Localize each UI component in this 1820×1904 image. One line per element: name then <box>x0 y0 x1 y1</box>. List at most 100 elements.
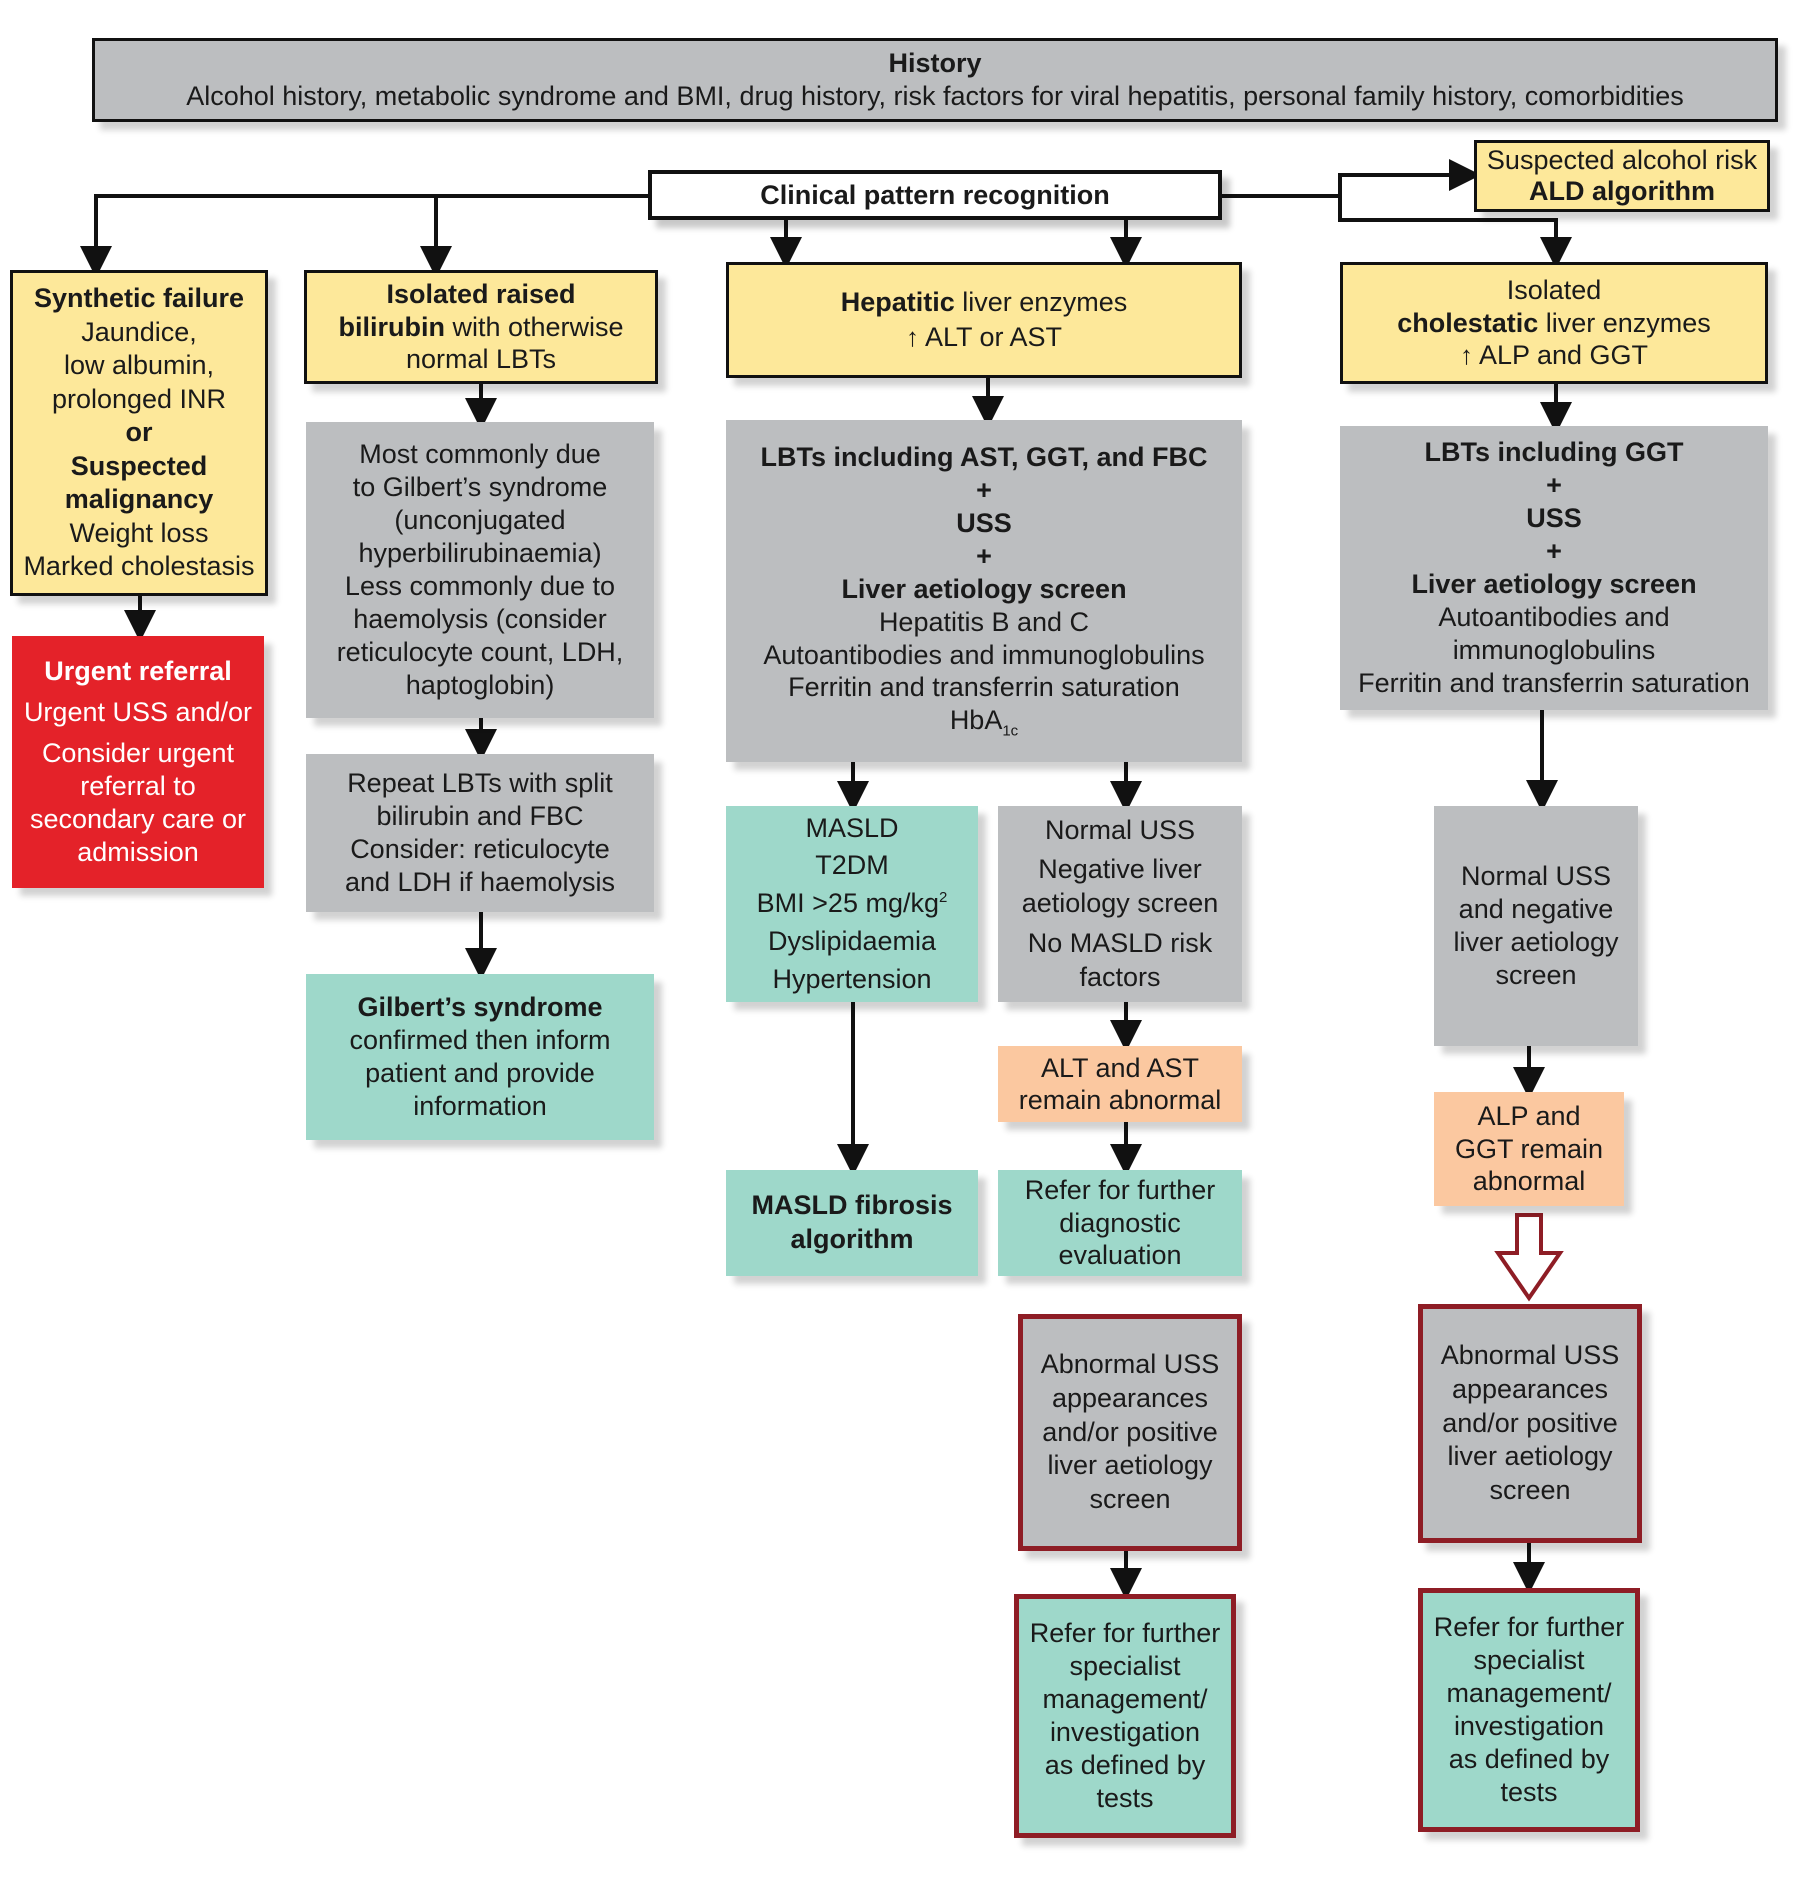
normal-chol-l4: screen <box>1495 959 1577 990</box>
refer-diagnostic-l3: evaluation <box>1058 1240 1182 1271</box>
refer-spec-hep-l3: management/ <box>1042 1684 1208 1715</box>
synthetic-inr: prolonged INR <box>51 383 227 414</box>
gilbert-confirmed-l3: information <box>413 1090 547 1121</box>
gilbert-confirmed-title: Gilbert’s syndrome <box>357 992 603 1023</box>
lbt-hep-plus1: + <box>976 474 992 505</box>
bilirubin-normal: normal LBTs <box>405 344 557 375</box>
abnormal-chol-l2: appearances <box>1451 1373 1609 1404</box>
synthetic-weight: Weight loss <box>69 517 209 548</box>
synthetic-or: or <box>125 417 153 448</box>
lbt-hep-auto: Autoantibodies and immunoglobulins <box>763 639 1205 670</box>
normal-chol-box: Normal USS and negative liver aetiology … <box>1434 806 1638 1046</box>
normal-chol-l1: Normal USS <box>1460 861 1612 892</box>
alp-abnormal-l1: ALP and <box>1477 1100 1581 1131</box>
masld-fibrosis-l2: algorithm <box>790 1224 914 1254</box>
abnormal-hep-l1: Abnormal USS <box>1040 1349 1220 1380</box>
lbt-hep-screen: Liver aetiology screen <box>841 573 1127 604</box>
normal-hep-l3: aetiology screen <box>1021 888 1219 919</box>
refer-spec-hep-l1: Refer for further <box>1029 1618 1221 1649</box>
lbt-chol-box: LBTs including GGT + USS + Liver aetiolo… <box>1340 426 1768 710</box>
alcohol-line2: ALD algorithm <box>1529 176 1715 206</box>
alp-abnormal-l2: GGT remain <box>1454 1133 1604 1164</box>
refer-specialist-chol-box: Refer for further specialist management/… <box>1418 1588 1640 1832</box>
masld-fibrosis-box: MASLD fibrosis algorithm <box>726 1170 978 1276</box>
synthetic-title: Synthetic failure <box>33 283 245 314</box>
urgent-secondary: secondary care or <box>29 803 247 834</box>
synthetic-albumin: low albumin, <box>63 350 215 381</box>
urgent-uss: Urgent USS and/or <box>23 697 253 728</box>
alt-abnormal-l1: ALT and AST <box>1040 1052 1200 1083</box>
refer-spec-chol-l6: tests <box>1500 1776 1558 1807</box>
urgent-admission: admission <box>77 836 199 867</box>
alcohol-box: Suspected alcohol risk ALD algorithm <box>1474 140 1770 212</box>
alp-abnormal-l3: abnormal <box>1472 1166 1586 1197</box>
masld-risk-l1: MASLD <box>805 812 899 843</box>
refer-diagnostic-l2: diagnostic <box>1059 1207 1181 1238</box>
history-title: History <box>888 48 982 79</box>
synthetic-jaundice: Jaundice, <box>81 316 197 347</box>
lbt-chol-title: LBTs including GGT <box>1424 437 1684 468</box>
history-text: Alcohol history, metabolic syndrome and … <box>186 81 1684 111</box>
lbt-chol-screen: Liver aetiology screen <box>1411 569 1697 599</box>
lbt-chol-uss: USS <box>1526 503 1582 534</box>
alt-abnormal-box: ALT and AST remain abnormal <box>998 1046 1242 1122</box>
cholestatic-enzymes: liver enzymes <box>1538 307 1711 338</box>
connector-pattern-left <box>80 194 648 278</box>
gilbert-cause-box: Most commonly due to Gilbert’s syndrome … <box>306 422 654 718</box>
refer-spec-hep-l2: specialist <box>1069 1651 1181 1682</box>
cholestatic-box: Isolated cholestatic liver enzymes ↑ ALP… <box>1340 262 1768 384</box>
gilbert-cause-l4: hyperbilirubinaemia) <box>358 538 602 569</box>
masld-risk-bmi-sup: 2 <box>939 889 948 907</box>
synthetic-box: Synthetic failure Jaundice, low albumin,… <box>10 270 268 596</box>
normal-chol-l2: and negative <box>1458 894 1614 925</box>
lbt-hep-ferritin: Ferritin and transferrin saturation <box>788 672 1180 703</box>
bilirubin-otherwise: with otherwise <box>444 311 624 342</box>
abnormal-chol-l3: and/or positive <box>1442 1407 1618 1438</box>
abnormal-chol-l1: Abnormal USS <box>1440 1340 1620 1371</box>
lbt-chol-plus1: + <box>1546 470 1562 501</box>
normal-hep-box: Normal USS Negative liver aetiology scre… <box>998 806 1242 1002</box>
lbt-hep-hba-sub: 1c <box>1002 722 1019 740</box>
urgent-title: Urgent referral <box>44 656 232 687</box>
pattern-label: Clinical pattern recognition <box>760 179 1110 210</box>
hollow-down-arrow <box>1494 1213 1564 1302</box>
cholestatic-isolated: Isolated <box>1506 274 1602 305</box>
up-arrow-icon: ↑ <box>1459 340 1473 371</box>
gilbert-confirmed-l2: patient and provide <box>365 1058 595 1088</box>
hepatitic-bold: Hepatitic <box>840 286 955 317</box>
refer-spec-chol-l5: as defined by <box>1448 1743 1610 1774</box>
abnormal-hep-l3: and/or positive <box>1042 1416 1218 1447</box>
gilbert-confirmed-l1: confirmed then inform <box>349 1025 611 1056</box>
bilirubin-bold: bilirubin <box>338 311 445 342</box>
gilbert-cause-l7: reticulocyte count, LDH, <box>336 636 624 667</box>
alp-abnormal-box: ALP and GGT remain abnormal <box>1434 1092 1624 1206</box>
urgent-consider: Consider urgent <box>41 738 235 769</box>
masld-risk-l5: Hypertension <box>772 963 932 994</box>
abnormal-chol-l5: screen <box>1489 1475 1571 1506</box>
connector-pattern-right <box>1222 194 1572 269</box>
gilbert-cause-l2: to Gilbert’s syndrome <box>352 472 608 503</box>
abnormal-chol-box: Abnormal USS appearances and/or positive… <box>1418 1304 1642 1543</box>
masld-fibrosis-l1: MASLD fibrosis <box>751 1190 953 1221</box>
gilbert-cause-l3: (unconjugated <box>394 505 566 536</box>
pattern-box: Clinical pattern recognition <box>648 170 1222 220</box>
repeat-lbt-box: Repeat LBTs with split bilirubin and FBC… <box>306 754 654 912</box>
lbt-hep-hba: HbA <box>949 705 1003 736</box>
synthetic-suspected: Suspected <box>70 450 208 481</box>
urgent-box: Urgent referral Urgent USS and/or Consid… <box>12 636 264 888</box>
history-box: History Alcohol history, metabolic syndr… <box>92 38 1778 122</box>
abnormal-hep-l4: liver aetiology <box>1047 1450 1213 1481</box>
lbt-chol-auto: Autoantibodies and <box>1438 601 1670 632</box>
normal-hep-l4: No MASLD risk <box>1027 927 1213 958</box>
synthetic-malignancy: malignancy <box>64 484 214 515</box>
hepatitic-enzymes: liver enzymes <box>954 286 1128 317</box>
hepatitic-alt: ALT or AST <box>918 322 1063 352</box>
gilbert-confirmed-box: Gilbert’s syndrome confirmed then inform… <box>306 974 654 1140</box>
lbt-hep-uss: USS <box>956 507 1012 538</box>
abnormal-hep-l2: appearances <box>1051 1382 1209 1413</box>
abnormal-hep-l5: screen <box>1089 1484 1171 1515</box>
refer-spec-hep-l6: tests <box>1096 1782 1154 1813</box>
lbt-hep-hepatitis: Hepatitis B and C <box>878 606 1090 637</box>
gilbert-cause-l5: Less commonly due to <box>344 571 616 601</box>
repeat-lbt-l4: and LDH if haemolysis <box>344 866 616 897</box>
